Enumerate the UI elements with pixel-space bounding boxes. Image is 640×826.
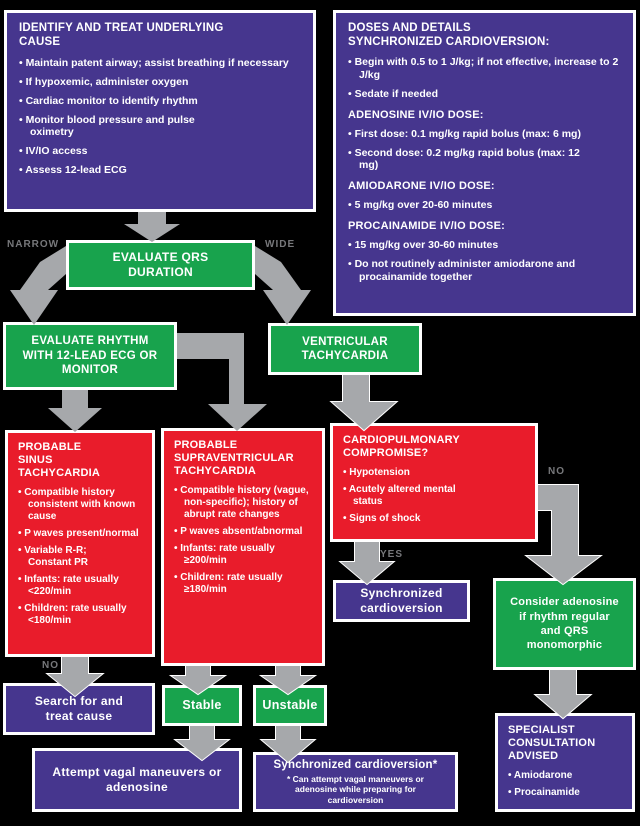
doses-details-box: DOSES AND DETAILS SYNCHRONIZED CARDIOVER… <box>333 10 636 316</box>
cardio-bullet: Acutely altered mental status <box>343 484 463 508</box>
svt-bullet: Compatible history (vague, non-specific)… <box>174 485 312 521</box>
identify-treat-title: IDENTIFY AND TREAT UNDERLYING CAUSE <box>19 22 224 48</box>
arrow-identify-to-qrs <box>124 212 180 242</box>
arrow-vt-to-cardiopulmonary <box>329 374 399 432</box>
specialist-title: SPECIALIST CONSULTATION ADVISED <box>508 724 596 762</box>
search-treat-label: Search for and treat cause <box>34 694 124 723</box>
evaluate-rhythm-label: EVALUATE RHYTHM WITH 12-LEAD ECG OR MONI… <box>22 335 158 377</box>
identify-bullet: Assess 12-lead ECG <box>19 164 301 177</box>
doses-title-line2: SYNCHRONIZED CARDIOVERSION: <box>348 35 550 48</box>
svt-title: PROBABLE SUPRAVENTRICULAR TACHYCARDIA <box>174 439 294 477</box>
cardio-bullet: Signs of shock <box>343 513 525 525</box>
arrow-rhythm-to-svt <box>177 333 267 431</box>
sinus-bullet: Infants: rate usually <220/min <box>18 574 138 598</box>
consider-adenosine-box: Consider adenosine if rhythm regular and… <box>493 578 636 670</box>
specialist-consultation-box: SPECIALIST CONSULTATION ADVISED Amiodaro… <box>495 713 635 812</box>
svt-box: PROBABLE SUPRAVENTRICULAR TACHYCARDIA Co… <box>161 428 325 666</box>
identify-bullet: Monitor blood pressure and pulse oximetr… <box>19 114 230 140</box>
sync-cardioversion2-label: Synchronized cardioversion* <box>273 758 438 771</box>
svt-bullet: Infants: rate usually ≥200/min <box>174 543 294 567</box>
unstable-label: Unstable <box>262 697 318 712</box>
sinus-bullet: P waves present/normal <box>18 528 142 540</box>
arrow-qrs-to-rhythm <box>10 246 66 325</box>
sinus-title: PROBABLE SINUS TACHYCARDIA <box>18 441 101 479</box>
search-treat-box: Search for and treat cause <box>3 683 155 735</box>
cardiopulmonary-title: CARDIOPULMONARY COMPROMISE? <box>343 434 460 459</box>
sync-cardioversion-box: Synchronized cardioversion <box>333 580 470 622</box>
sinus-bullet: Variable R-R; Constant PR <box>18 545 128 569</box>
doses-bullet: 15 mg/kg over 30-60 minutes <box>348 239 621 252</box>
identify-bullet: If hypoxemic, administer oxygen <box>19 76 301 89</box>
cardiopulmonary-box: CARDIOPULMONARY COMPROMISE? Hypotension … <box>330 423 538 542</box>
branch-label-narrow: NARROW <box>7 239 60 250</box>
sync-cardioversion2-footnote: * Can attempt vagal maneuvers or adenosi… <box>287 773 424 805</box>
stable-box: Stable <box>162 685 242 726</box>
svt-bullet: P waves absent/abnormal <box>174 526 312 538</box>
adenosine-dose-heading: ADENOSINE IV/IO DOSE: <box>348 108 484 121</box>
doses-bullet: First dose: 0.1 mg/kg rapid bolus (max: … <box>348 128 621 141</box>
ventricular-tachycardia-label: VENTRICULAR TACHYCARDIA <box>301 335 389 362</box>
evaluate-rhythm-box: EVALUATE RHYTHM WITH 12-LEAD ECG OR MONI… <box>3 322 177 390</box>
doses-bullet: Do not routinely administer amiodarone a… <box>348 258 619 284</box>
doses-bullet: 5 mg/kg over 20-60 minutes <box>348 199 621 212</box>
specialist-bullet: Amiodarone <box>508 770 622 782</box>
arrow-rhythm-to-sinus <box>48 390 102 432</box>
sinus-bullet: Compatible history consistent with known… <box>18 487 142 523</box>
identify-bullet: IV/IO access <box>19 145 301 158</box>
identify-treat-box: IDENTIFY AND TREAT UNDERLYING CAUSE Main… <box>4 10 316 212</box>
ventricular-tachycardia-box: VENTRICULAR TACHYCARDIA <box>268 323 422 375</box>
sync-cardioversion2-box: Synchronized cardioversion* * Can attemp… <box>253 752 458 812</box>
sinus-bullet: Children: rate usually <180/min <box>18 603 138 627</box>
branch-label-no-right: NO <box>548 466 565 477</box>
attempt-vagal-box: Attempt vagal maneuvers or adenosine <box>32 748 242 812</box>
arrow-consider-to-specialist <box>533 669 593 720</box>
doses-bullet: Begin with 0.5 to 1 J/kg; if not effecti… <box>348 56 621 82</box>
stable-label: Stable <box>182 697 222 712</box>
unstable-box: Unstable <box>253 685 327 726</box>
sync-cardioversion-label: Synchronized cardioversion <box>360 586 443 615</box>
identify-bullet: Cardiac monitor to identify rhythm <box>19 95 301 108</box>
evaluate-qrs-label: EVALUATE QRS DURATION <box>112 250 209 279</box>
doses-bullet: Second dose: 0.2 mg/kg rapid bolus (max:… <box>348 147 599 173</box>
cardio-bullet: Hypotension <box>343 467 525 479</box>
specialist-bullet: Procainamide <box>508 787 622 799</box>
branch-label-yes: YES <box>380 549 404 560</box>
arrow-qrs-to-vt <box>255 246 311 325</box>
identify-bullet: Maintain patent airway; assist breathing… <box>19 57 301 70</box>
sinus-tachycardia-box: PROBABLE SINUS TACHYCARDIA Compatible hi… <box>5 430 155 657</box>
doses-title-line1: DOSES AND DETAILS <box>348 22 471 34</box>
evaluate-qrs-box: EVALUATE QRS DURATION <box>66 240 255 290</box>
consider-adenosine-label: Consider adenosine if rhythm regular and… <box>510 596 619 652</box>
amiodarone-dose-heading: AMIODARONE IV/IO DOSE: <box>348 180 495 193</box>
attempt-vagal-label: Attempt vagal maneuvers or adenosine <box>52 765 222 794</box>
doses-bullet: Sedate if needed <box>348 88 621 101</box>
branch-label-wide: WIDE <box>265 239 296 250</box>
procainamide-dose-heading: PROCAINAMIDE IV/IO DOSE: <box>348 220 505 233</box>
branch-label-no-left: NO <box>42 660 59 671</box>
svt-bullet: Children: rate usually ≥180/min <box>174 572 294 596</box>
